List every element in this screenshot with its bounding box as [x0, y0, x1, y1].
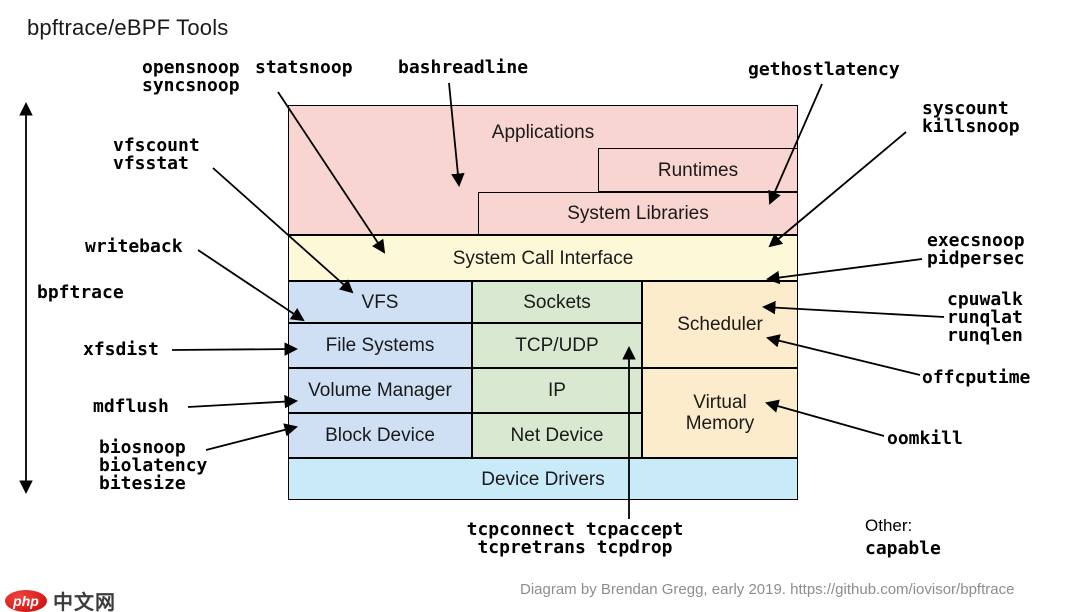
other-label: Other:	[865, 516, 913, 535]
tool-oomkill: oomkill	[887, 428, 963, 449]
system-libraries-box: System Libraries	[478, 192, 798, 235]
volume-manager-box: Volume Manager	[288, 368, 472, 413]
device-drivers-box: Device Drivers	[288, 458, 798, 500]
net-device-box: Net Device	[472, 413, 642, 458]
tool-xfsdist: xfsdist	[83, 339, 159, 360]
scheduler-box: Scheduler	[642, 281, 798, 368]
tcp-udp-box: TCP/UDP	[472, 323, 642, 368]
tool-statsnoop: statsnoop	[255, 57, 353, 78]
tool-gethostlatency: gethostlatency	[748, 59, 900, 80]
applications-label: Applications	[491, 122, 595, 143]
tool-writeback: writeback	[85, 236, 183, 257]
tool-opensnoop-syncsnoop: opensnoop syncsnoop	[142, 57, 240, 96]
php-watermark-text: 中文网	[53, 592, 116, 612]
file-systems-box: File Systems	[288, 323, 472, 368]
tool-vfscount-vfsstat: vfscount vfsstat	[113, 135, 200, 174]
arrow-biosnoop-to-block-device	[205, 423, 298, 451]
tool-syscount-killsnoop: syscount killsnoop	[922, 98, 1020, 137]
php-logo-icon: php	[5, 589, 47, 612]
runtimes-box: Runtimes	[598, 148, 798, 192]
page-title: bpftrace/eBPF Tools	[27, 15, 229, 40]
arrow-mdflush-to-volume-manager	[187, 394, 299, 409]
tool-bio-group: biosnoop biolatency bitesize	[99, 437, 208, 494]
vfs-box: VFS	[288, 281, 472, 323]
tool-cpu-group: cpuwalk runqlat runqlen	[947, 289, 1023, 346]
sockets-box: Sockets	[472, 281, 642, 323]
tool-tcp-group: tcpconnect tcpaccept tcpretrans tcpdrop	[466, 519, 684, 558]
block-device-box: Block Device	[288, 413, 472, 458]
ip-box: IP	[472, 368, 642, 413]
tool-offcputime: offcputime	[922, 367, 1031, 388]
virtual-memory-box: Virtual Memory	[642, 368, 798, 458]
tool-mdflush: mdflush	[93, 396, 169, 417]
tool-execsnoop-pidpersec: execsnoop pidpersec	[927, 230, 1025, 269]
tool-capable: capable	[865, 538, 941, 559]
system-call-interface-box: System Call Interface	[288, 235, 798, 281]
arrow-xfsdist-to-file-systems	[171, 342, 299, 356]
credit-text: Diagram by Brendan Gregg, early 2019. ht…	[520, 581, 1015, 598]
php-watermark: php 中文网	[5, 586, 116, 612]
tool-bashreadline: bashreadline	[398, 57, 529, 78]
tool-bpftrace: bpftrace	[37, 282, 124, 303]
